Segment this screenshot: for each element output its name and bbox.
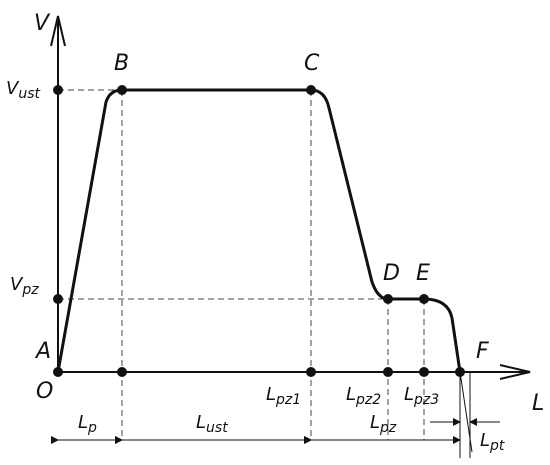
- lpz1-dot: [306, 367, 316, 377]
- origin-dot: [53, 367, 63, 377]
- lpz3-label: Lpz3: [404, 384, 439, 408]
- vust-dot: [53, 85, 63, 95]
- point-a-label: A: [34, 339, 51, 364]
- lp-end-dot: [117, 367, 127, 377]
- velocity-profile-curve: [56, 88, 462, 373]
- vpz-dot: [53, 294, 63, 304]
- lpz2-label: Lpz2: [346, 384, 381, 408]
- lust-label: Lust: [196, 412, 228, 436]
- point-d-label: D: [383, 261, 400, 286]
- point-f-label: F: [476, 339, 489, 364]
- v-axis-arrowhead: [50, 15, 66, 47]
- point-b-dot: [117, 85, 127, 95]
- vust-label: Vust: [6, 78, 40, 102]
- point-o-label: O: [36, 379, 53, 404]
- lpz3-dot: [419, 367, 429, 377]
- lpz2-dot: [383, 367, 393, 377]
- point-f-dot: [455, 367, 465, 377]
- lpt-label: Lpt: [480, 430, 505, 454]
- point-c-label: C: [304, 51, 320, 76]
- v-axis-label: V: [34, 11, 51, 36]
- l-axis-arrowhead: [499, 364, 531, 380]
- lpz1-label: Lpz1: [266, 384, 301, 408]
- lp-label: Lp: [78, 412, 97, 436]
- lpt-leader: [459, 371, 473, 453]
- vpz-label: Vpz: [10, 274, 39, 298]
- point-c-dot: [306, 85, 316, 95]
- point-e-label: E: [416, 261, 430, 286]
- lpz-label: Lpz: [370, 412, 397, 436]
- point-d-dot: [383, 294, 393, 304]
- point-e-dot: [419, 294, 429, 304]
- point-b-label: B: [114, 51, 129, 76]
- l-axis-label: L: [532, 391, 544, 416]
